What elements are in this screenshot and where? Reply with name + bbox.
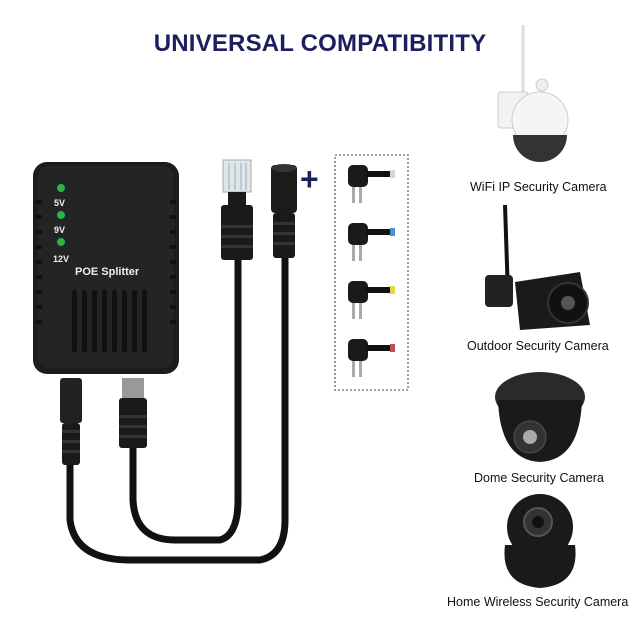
camera-label-wifi-ip: WiFi IP Security Camera xyxy=(470,180,607,194)
poe-splitter: 5V 9V 12V POE Splitter xyxy=(33,162,179,374)
voltage-label-9v: 9V xyxy=(54,225,65,235)
camera-label-home-wireless: Home Wireless Security Camera xyxy=(447,595,629,609)
dc-jack-input xyxy=(271,164,297,258)
adapter-tip-red xyxy=(348,339,395,377)
plus-icon: + xyxy=(300,161,319,197)
adapter-tips-box xyxy=(334,154,409,391)
rj45-plug-input xyxy=(221,159,253,260)
rj45-plug-output xyxy=(119,378,147,448)
dc-jack-output xyxy=(60,378,82,465)
cables xyxy=(66,251,289,564)
adapter-tip-blue xyxy=(348,223,395,261)
voltage-label-5v: 5V xyxy=(54,198,65,208)
camera-home-wireless xyxy=(504,494,576,588)
camera-wifi-ip xyxy=(497,25,569,162)
led-9v xyxy=(57,211,65,219)
led-5v xyxy=(57,184,65,192)
camera-dome xyxy=(495,372,585,462)
splitter-label: POE Splitter xyxy=(75,266,140,278)
page-title: UNIVERSAL COMPATIBITITY xyxy=(153,30,487,57)
adapter-tip-silver xyxy=(348,165,395,203)
camera-outdoor xyxy=(485,204,590,330)
camera-label-dome: Dome Security Camera xyxy=(474,471,604,485)
adapter-tip-yellow xyxy=(348,281,395,319)
led-12v xyxy=(57,238,65,246)
camera-label-outdoor: Outdoor Security Camera xyxy=(467,339,609,353)
voltage-label-12v: 12V xyxy=(53,254,69,264)
